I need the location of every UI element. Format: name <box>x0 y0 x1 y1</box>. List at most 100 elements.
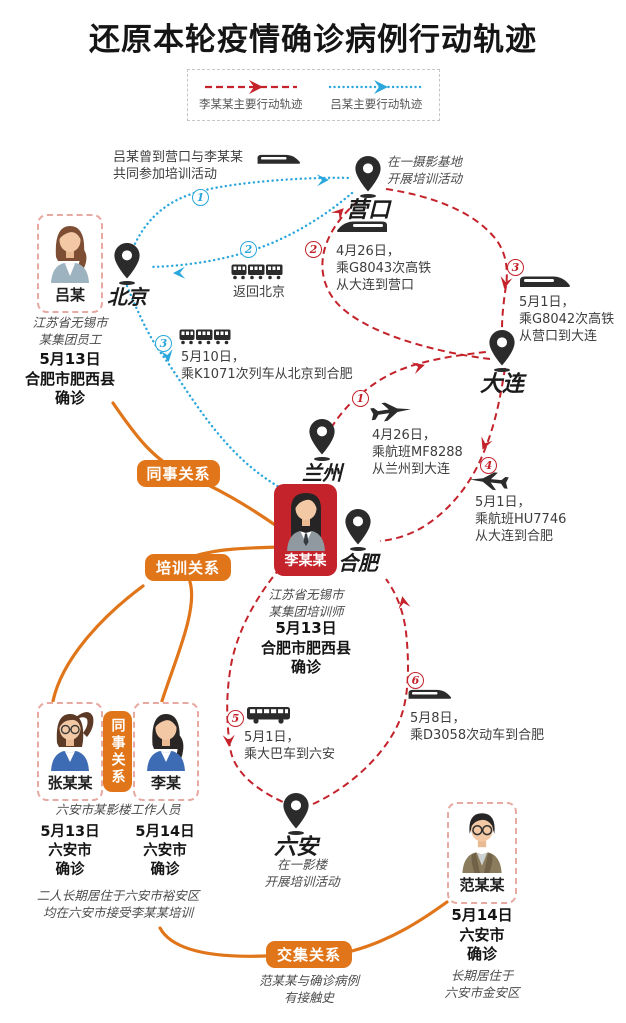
city-label-beijing: 北京 <box>107 285 147 309</box>
arrow-red-to-yingkou <box>331 208 344 221</box>
pin-shadow <box>494 368 510 372</box>
airplane-icon <box>467 468 511 495</box>
relation-line-intersection-fan <box>350 900 449 953</box>
avatar-lu <box>51 226 89 283</box>
badge-intersection-relation: 交集关系 <box>266 941 352 968</box>
pin-shadow <box>314 457 330 461</box>
city-luan: 六安 <box>274 793 318 860</box>
person-card-zhang: 张某某 <box>37 702 103 801</box>
person-confirmed-li: 5月13日 合肥市肥西县 确诊 <box>260 619 351 676</box>
trip-blue-3-number: 3 <box>155 335 172 352</box>
map-pin-icon <box>309 419 335 455</box>
map-pin-icon <box>283 793 309 829</box>
map-pin-icon <box>489 330 515 366</box>
trip-red-5-text: 5月1日， 乘大巴车到六安 <box>244 730 336 762</box>
trip-blue-1-number: 1 <box>192 189 209 206</box>
city-label-lanzhou: 兰州 <box>302 461 342 485</box>
legend-label-lu: 吕某主要行动轨迹 <box>330 96 423 111</box>
city-beijing: 北京 <box>107 243 147 308</box>
legend-item-li: 李某某主要行动轨迹 <box>188 79 314 112</box>
blue-dotted-arrow-icon <box>329 79 424 94</box>
trip-red-4-number: 4 <box>480 457 497 474</box>
trail-li-dalian-yingkou <box>321 201 491 360</box>
person-desc-fan: 长期居住于 六安市金安区 <box>444 968 520 1000</box>
relation-line-intersection-left <box>158 926 268 958</box>
trip-red-1-text: 4月26日， 乘航班MF8288 从兰州到大连 <box>372 428 463 477</box>
person-name-zhang: 张某某 <box>47 774 93 792</box>
person-confirmed-lu: 5月13日 合肥市肥西县 确诊 <box>24 350 115 407</box>
arrow-red-to-dalian-1 <box>411 362 425 374</box>
trail-arrowheads <box>160 174 513 747</box>
city-label-hefei: 合肥 <box>338 551 378 575</box>
trail-li-lanzhou-dalian <box>330 351 487 429</box>
trail-li-hefei-luan <box>226 567 284 803</box>
person-name-li: 李某某 <box>284 553 327 569</box>
map-pin-icon <box>355 156 381 192</box>
trip-blue-2-text: 返回北京 <box>232 285 285 300</box>
note-lu-yingkou-training: 吕某曾到营口与李某某 共同参加培训活动 <box>113 150 244 182</box>
arrow-red-to-hefei-2 <box>398 596 411 609</box>
pin-shadow <box>119 281 135 285</box>
avatar-limou <box>147 714 185 771</box>
avatar-li <box>286 493 325 551</box>
high-speed-train-icon <box>406 687 452 702</box>
person-desc-li: 江苏省无锡市 某集团培训师 <box>268 587 344 619</box>
trip-red-2-text: 4月26日， 乘G8043次高铁 从大连到营口 <box>336 244 432 293</box>
trip-red-2-number: 2 <box>305 241 322 258</box>
person-card-limou: 李某 <box>133 702 199 801</box>
trip-blue-3-text: 5月10日， 乘K1071次列车从北京到合肥 <box>181 350 353 382</box>
note-luan-activity: 在一影楼 开展培训活动 <box>264 857 340 889</box>
city-dalian: 大连 <box>480 330 524 397</box>
trip-red-3-text: 5月1日， 乘G8042次高铁 从营口到大连 <box>519 295 615 344</box>
city-yingkou: 营口 <box>346 156 390 223</box>
high-speed-train-icon <box>516 274 572 290</box>
city-label-luan: 六安 <box>274 835 319 860</box>
legend-item-lu: 吕某主要行动轨迹 <box>314 79 440 112</box>
trip-red-5-number: 5 <box>227 710 244 727</box>
person-card-li: 李某某 <box>274 484 337 576</box>
relation-line-training-zhang <box>51 584 145 703</box>
trip-red-6-number: 6 <box>407 672 424 689</box>
train-icon <box>231 264 283 280</box>
arrow-red-to-dalian-2 <box>500 276 513 289</box>
trip-blue-2-number: 2 <box>240 241 257 258</box>
arrow-blue-to-yingkou <box>316 174 329 187</box>
person-name-lu: 吕某 <box>54 286 85 304</box>
trip-red-6-text: 5月8日， 乘D3058次动车到合肥 <box>410 711 545 743</box>
arrow-red-to-hefei-1 <box>481 436 493 450</box>
legend-label-li: 李某某主要行动轨迹 <box>199 96 303 111</box>
trail-li-luan-hefei <box>312 578 409 805</box>
person-name-limou: 李某 <box>150 774 181 792</box>
person-confirmed-zhang: 5月13日 六安市 确诊 <box>40 824 100 878</box>
person-card-fan: 范某某 <box>447 802 517 904</box>
map-pin-icon <box>345 509 371 545</box>
person-card-lu: 吕某 <box>37 214 103 313</box>
trail-lu-beijing-yingkou <box>131 176 352 250</box>
legend: 李某某主要行动轨迹 吕某主要行动轨迹 <box>187 69 440 121</box>
airplane-icon <box>368 397 415 427</box>
city-label-dalian: 大连 <box>480 372 525 397</box>
pin-shadow <box>360 194 376 198</box>
person-desc-lu: 江苏省无锡市 某集团员工 <box>32 315 108 347</box>
high-speed-train-icon <box>336 219 390 235</box>
trail-lu-beijing-hefei <box>125 284 292 496</box>
arrow-red-to-luan <box>222 734 235 747</box>
person-confirmed-limou: 5月14日 六安市 确诊 <box>135 824 195 878</box>
badge-training-relation: 培训关系 <box>145 554 231 581</box>
note-yingkou-activity: 在一摄影基地 开展培训活动 <box>387 154 463 186</box>
bus-icon <box>245 706 291 724</box>
relation-line-training-li <box>193 545 280 558</box>
map-pin-icon <box>114 243 140 279</box>
note-fan-contact: 范某某与确诊病例 有接触史 <box>258 973 359 1005</box>
trip-red-3-number: 3 <box>507 259 524 276</box>
avatar-zhang <box>51 712 94 771</box>
pin-shadow <box>350 547 366 551</box>
arrow-blue-to-beijing <box>173 266 186 279</box>
pin-shadow <box>288 831 304 835</box>
arrow-blue-to-hefei <box>160 349 173 362</box>
city-hefei: 合肥 <box>338 509 378 574</box>
badge-colleague-relation-vertical: 同事关系 <box>103 711 132 792</box>
badge-colleague-relation: 同事关系 <box>137 460 220 487</box>
